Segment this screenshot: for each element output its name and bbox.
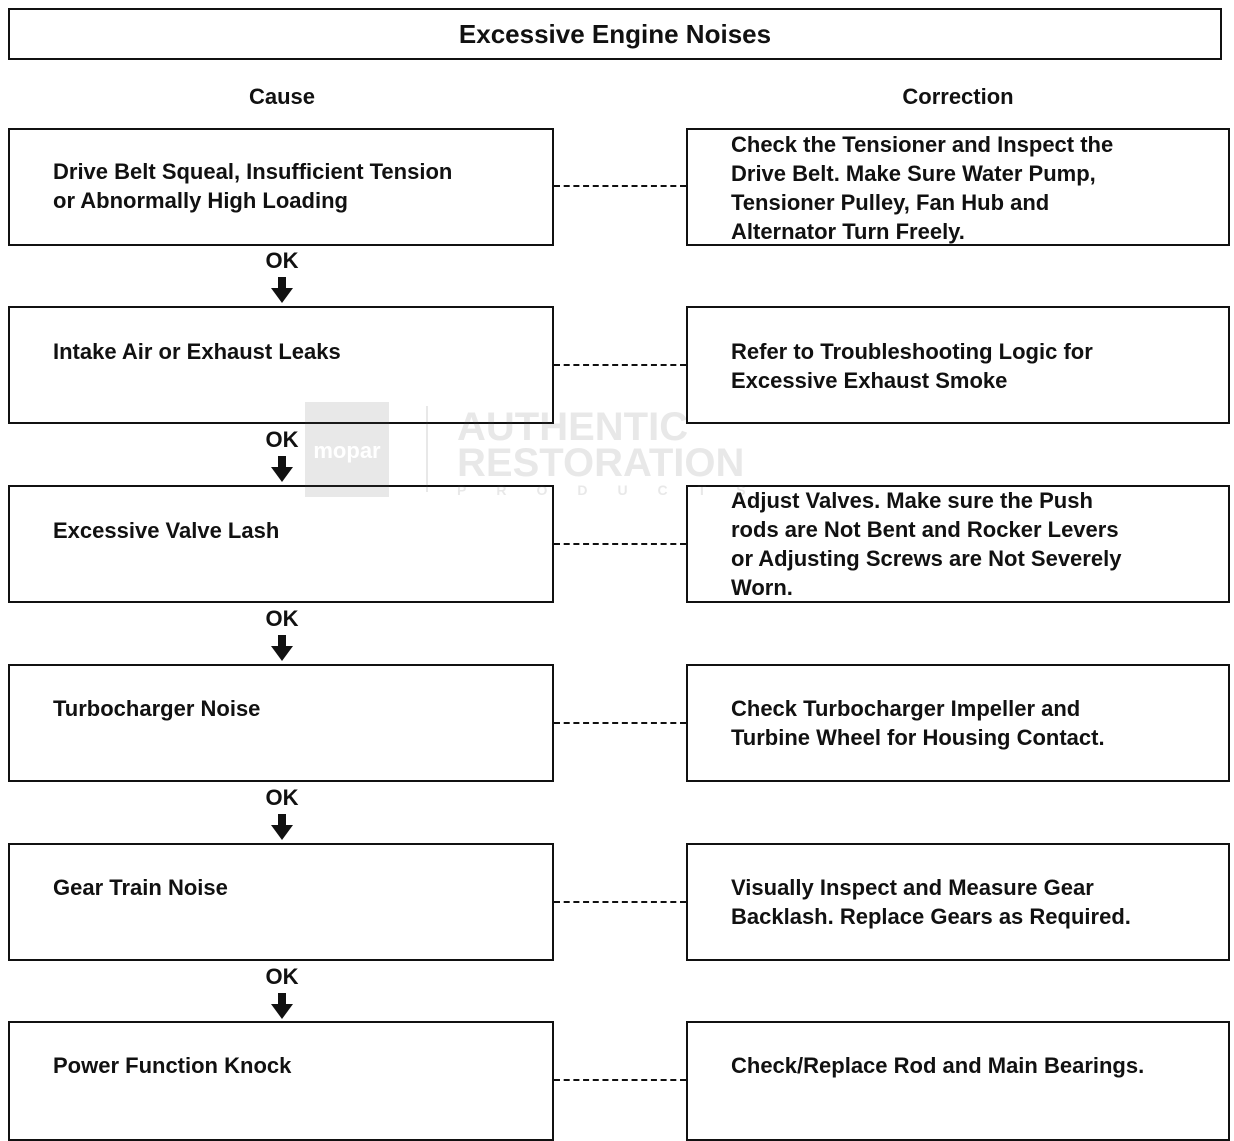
correction-text-2: Refer to Troubleshooting Logic for Exces…: [731, 339, 1093, 393]
ok-label-5: OK: [265, 964, 299, 989]
connector-line-1: [554, 185, 686, 187]
correction-text-5: Visually Inspect and Measure Gear Backla…: [731, 875, 1131, 929]
correction-text-3: Adjust Valves. Make sure the Push rods a…: [731, 488, 1122, 600]
cause-text-2: Intake Air or Exhaust Leaks: [53, 339, 341, 364]
down-arrow-icon: [271, 814, 293, 840]
ok-label-3: OK: [265, 606, 299, 631]
correction-column-header: Correction: [902, 84, 1014, 109]
ok-label-2: OK: [265, 427, 299, 452]
cause-column-header: Cause: [248, 84, 316, 109]
correction-box-6: Check/Replace Rod and Main Bearings.: [686, 1021, 1230, 1141]
correction-box-3: Adjust Valves. Make sure the Push rods a…: [686, 485, 1230, 603]
cause-box-4: Turbocharger Noise: [8, 664, 554, 782]
correction-text-1: Check the Tensioner and Inspect the Driv…: [731, 132, 1114, 244]
watermark-brand: mopar: [313, 438, 381, 463]
connector-line-6: [554, 1079, 686, 1081]
cause-text-6: Power Function Knock: [53, 1053, 292, 1078]
cause-text-3: Excessive Valve Lash: [53, 518, 280, 543]
ok-label-1: OK: [265, 248, 299, 273]
cause-box-1: Drive Belt Squeal, Insufficient Tension …: [8, 128, 554, 246]
correction-box-4: Check Turbocharger Impeller and Turbine …: [686, 664, 1230, 782]
flowchart-title: Excessive Engine Noises: [458, 18, 772, 49]
correction-text-4: Check Turbocharger Impeller and Turbine …: [731, 696, 1105, 750]
down-arrow-icon: [271, 993, 293, 1019]
cause-box-3: Excessive Valve Lash: [8, 485, 554, 603]
connector-line-5: [554, 901, 686, 903]
flowchart-title-box: Excessive Engine Noises: [8, 8, 1222, 60]
cause-box-2: Intake Air or Exhaust Leaks: [8, 306, 554, 424]
connector-line-4: [554, 722, 686, 724]
down-arrow-icon: [271, 456, 293, 482]
cause-box-5: Gear Train Noise: [8, 843, 554, 961]
ok-label-4: OK: [265, 785, 299, 810]
correction-box-1: Check the Tensioner and Inspect the Driv…: [686, 128, 1230, 246]
down-arrow-icon: [271, 277, 293, 303]
cause-text-4: Turbocharger Noise: [53, 696, 261, 721]
watermark-line2: RESTORATION: [457, 441, 744, 485]
down-arrow-icon: [271, 635, 293, 661]
cause-box-6: Power Function Knock: [8, 1021, 554, 1141]
connector-line-2: [554, 364, 686, 366]
correction-text-6: Check/Replace Rod and Main Bearings.: [731, 1053, 1145, 1078]
cause-text-1: Drive Belt Squeal, Insufficient Tension …: [53, 159, 453, 213]
connector-line-3: [554, 543, 686, 545]
correction-box-5: Visually Inspect and Measure Gear Backla…: [686, 843, 1230, 961]
correction-box-2: Refer to Troubleshooting Logic for Exces…: [686, 306, 1230, 424]
cause-text-5: Gear Train Noise: [53, 875, 228, 900]
